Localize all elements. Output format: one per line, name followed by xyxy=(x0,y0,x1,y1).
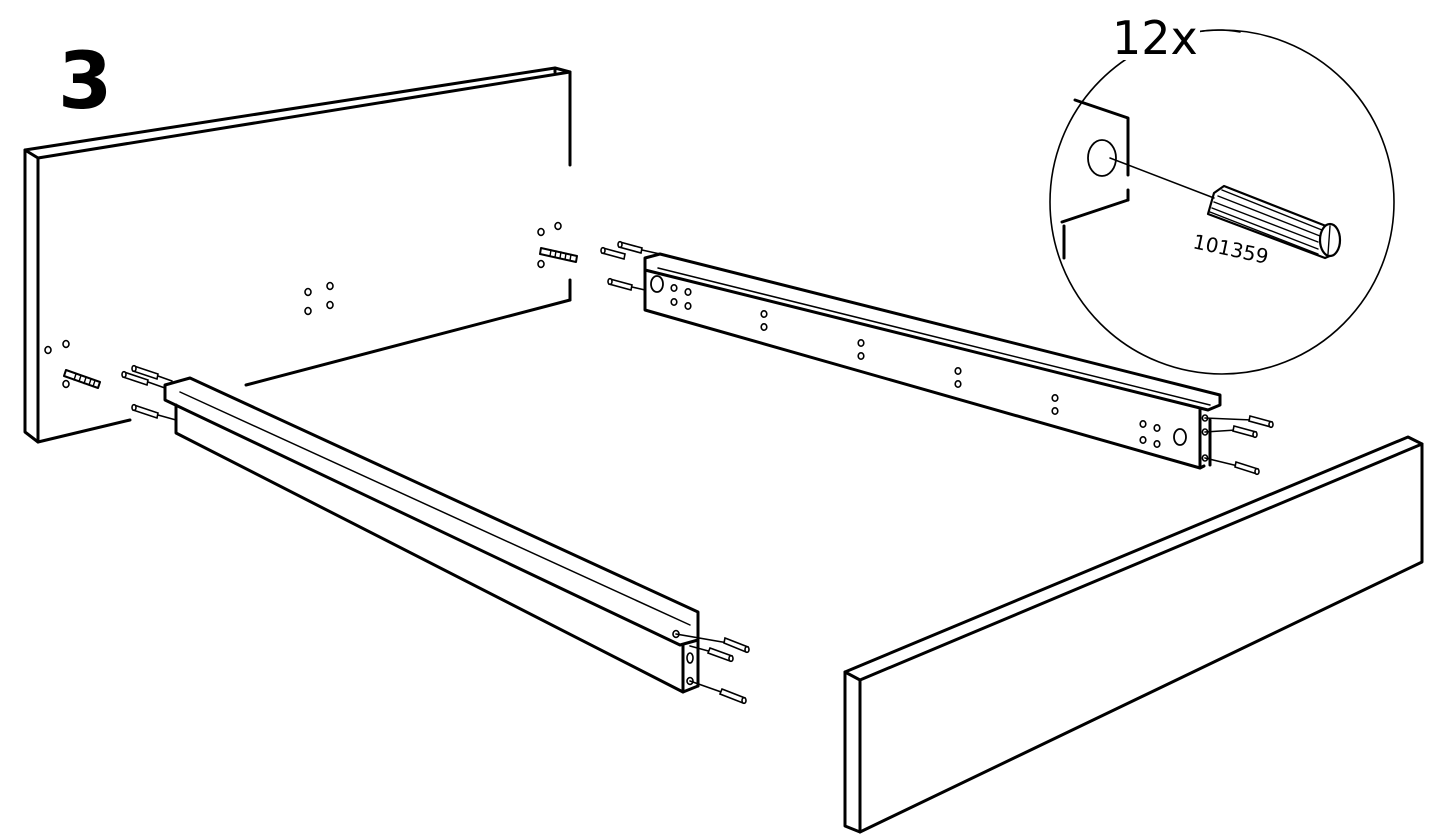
step-number: 3 xyxy=(58,37,112,127)
dowel-icon xyxy=(131,403,177,421)
dowel-icon xyxy=(1204,457,1260,476)
callout-detail: 12x 101359 xyxy=(1049,8,1395,375)
dowel-icon xyxy=(689,645,734,663)
dowel-icon xyxy=(617,240,661,255)
footboard-panel xyxy=(843,435,1424,834)
panel-holes-center xyxy=(304,281,334,316)
dowel-icon xyxy=(689,680,747,705)
dowel-icon xyxy=(600,246,626,260)
dowel-icon xyxy=(607,277,646,291)
panel-holes-left xyxy=(44,339,70,389)
panel-holes-right xyxy=(537,221,562,269)
callout-quantity: 12x xyxy=(1112,11,1198,65)
threaded-fitting-right xyxy=(539,247,578,263)
dowel-icon xyxy=(121,370,166,389)
dowel-icon xyxy=(1204,425,1258,439)
dowel-icon xyxy=(675,633,750,654)
rail-holes xyxy=(670,283,1209,462)
threaded-fitting-left xyxy=(63,369,101,389)
fluted-dowel-icon xyxy=(1206,184,1342,260)
dowels xyxy=(121,240,1274,705)
headboard-panel xyxy=(23,66,578,444)
dowel-icon xyxy=(131,364,173,382)
dowel-icon xyxy=(1204,415,1274,429)
side-rail-front xyxy=(163,376,700,694)
